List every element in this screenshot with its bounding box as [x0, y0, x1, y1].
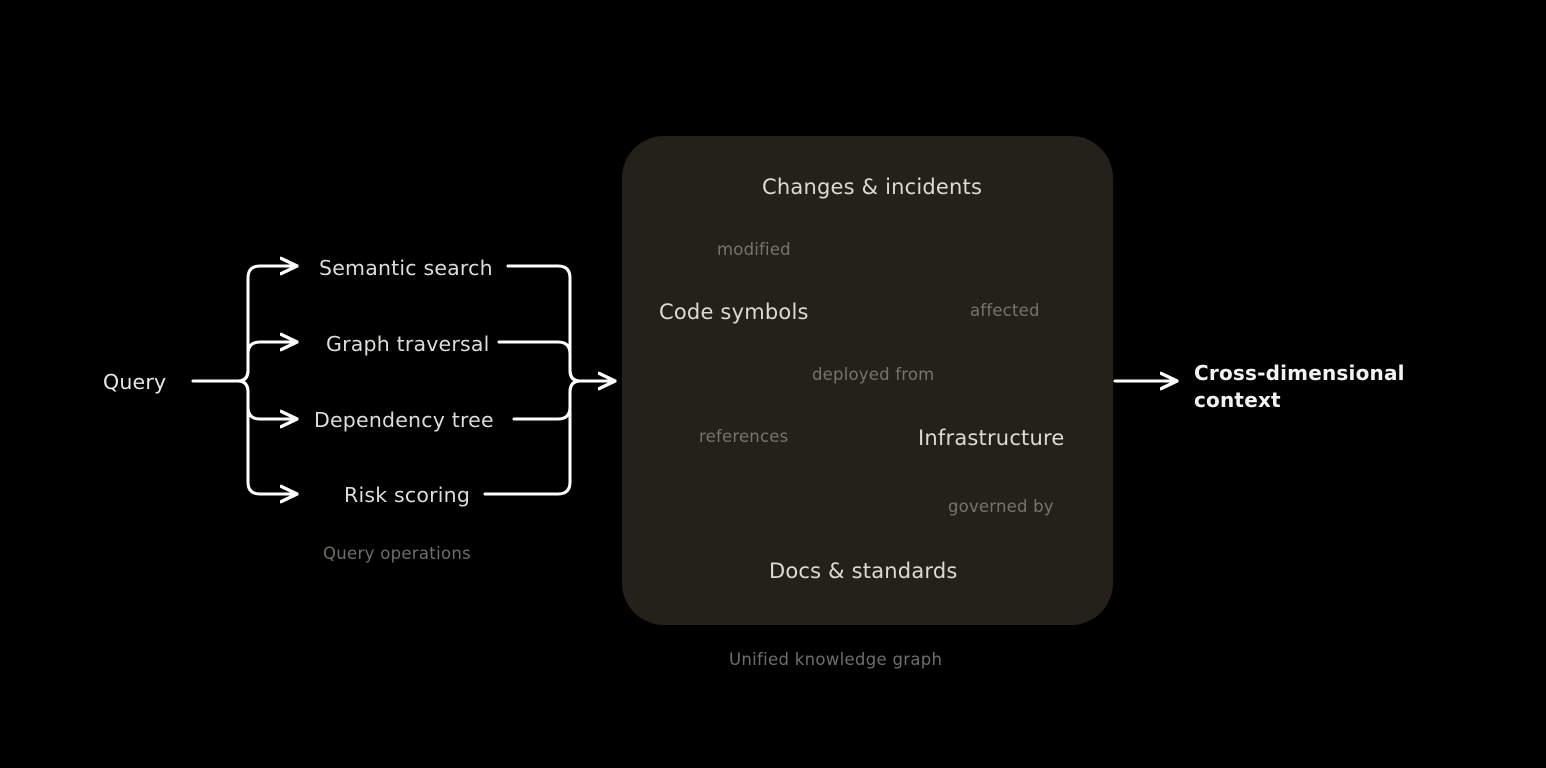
graph-node-infrastructure[interactable]: Infrastructure [918, 426, 1065, 450]
query-operation-risk-scoring[interactable]: Risk scoring [344, 483, 471, 507]
graph-edge-label-modified: modified [711, 240, 797, 259]
wire-fanout-4 [236, 379, 270, 496]
query-operation-dependency-tree[interactable]: Dependency tree [314, 408, 494, 432]
output-context-line2: context [1194, 388, 1281, 412]
query-operation-semantic-search[interactable]: Semantic search [319, 256, 493, 280]
graph-node-changes-incidents[interactable]: Changes & incidents [762, 175, 983, 199]
wire-fanout-2 [236, 340, 270, 383]
graph-edge-label-governed-by: governed by [942, 497, 1060, 516]
graph-node-code-symbols[interactable]: Code symbols [659, 300, 809, 324]
output-context-line1: Cross-dimensional [1194, 361, 1405, 385]
wire-fanin-4 [483, 379, 582, 496]
query-operation-graph-traversal[interactable]: Graph traversal [326, 332, 490, 356]
knowledge-graph-panel: Changes & incidents Code symbols Infrast… [622, 136, 1113, 625]
output-context-label: Cross-dimensional context [1194, 360, 1405, 414]
graph-edge-label-deployed-from: deployed from [806, 365, 941, 384]
graph-node-docs-standards[interactable]: Docs & standards [769, 559, 958, 583]
wire-fanin-2 [497, 340, 582, 383]
knowledge-graph-caption: Unified knowledge graph [729, 650, 943, 669]
graph-edge-label-references: references [693, 427, 795, 446]
wire-fanin-1 [506, 264, 582, 383]
query-operations-caption: Query operations [323, 544, 472, 563]
graph-edge-label-affected: affected [964, 301, 1046, 320]
wire-fanout-3 [236, 379, 270, 421]
query-input-label: Query [103, 370, 167, 394]
wire-fanin-3 [512, 379, 582, 421]
wire-fanout-1 [236, 264, 270, 383]
